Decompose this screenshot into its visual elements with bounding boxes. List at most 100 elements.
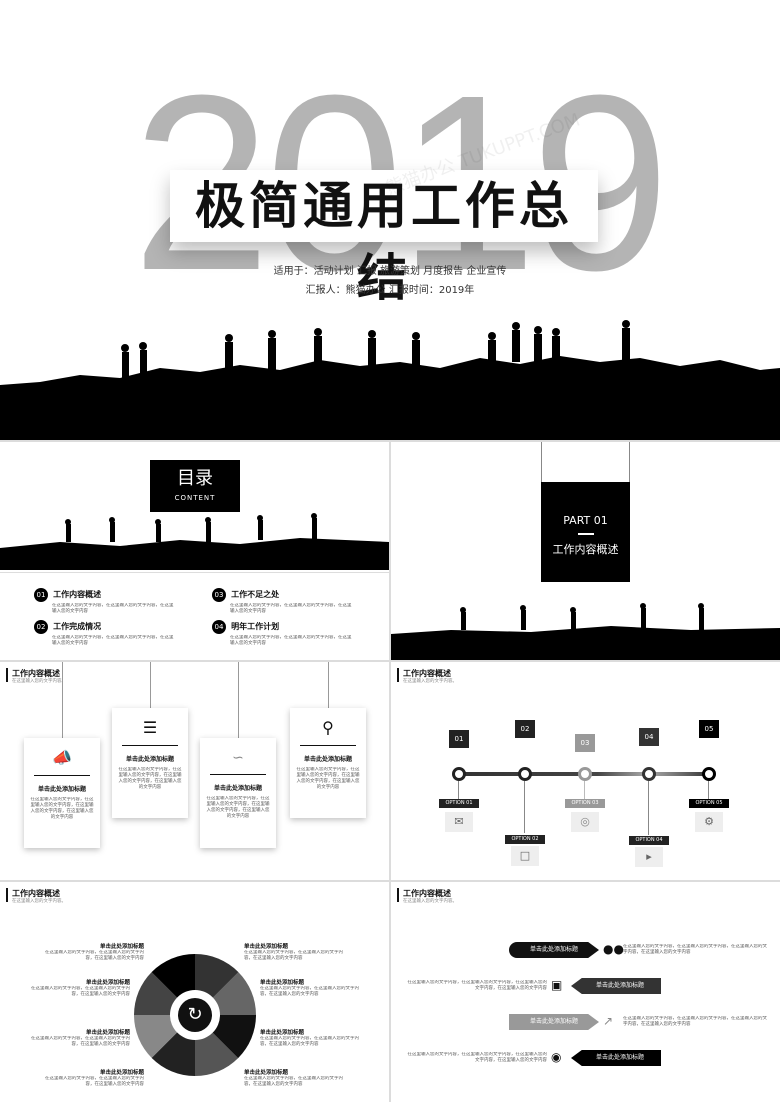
toc-num: 02	[34, 619, 48, 634]
cycle-item[interactable]: 单击此处添加标题 在这里输入您的文字内容，在这里输入您的文字内容，在这里输入您的…	[244, 1068, 344, 1088]
toc-num: 03	[212, 587, 226, 602]
option-label: OPTION 03	[565, 799, 605, 808]
arrow-banner[interactable]: 单击此处添加标题	[571, 1050, 661, 1066]
card-desc: 在这里输入您的文字内容，在这里输入您的文字内容，在这里输入您的文字内容，在这里输…	[118, 767, 182, 790]
hang-line	[238, 662, 239, 738]
toc-desc: 在这里输入您的文字内容，在这里输入您的文字内容，在这里输入您的文字内容	[52, 635, 174, 646]
card-rule	[34, 775, 90, 776]
cover-line2: 汇报人：熊猫办公 汇报时间：2019年	[305, 285, 475, 296]
option-label: OPTION 04	[629, 836, 669, 845]
card-desc: 在这里输入您的文字内容，在这里输入您的文字内容，在这里输入您的文字内容，在这里输…	[296, 767, 360, 790]
section-bar	[397, 668, 399, 682]
item-title: 单击此处添加标题	[260, 1030, 305, 1036]
item-desc: 在这里输入您的文字内容，在这里输入您的文字内容，在这里输入您的文字内容	[244, 950, 343, 961]
arrow-banner[interactable]: 单击此处添加标题	[509, 1014, 599, 1030]
search-icon: ⚲	[322, 718, 334, 737]
timeline-node[interactable]	[452, 767, 466, 781]
timeline-stem	[708, 781, 709, 799]
timeline-node[interactable]	[518, 767, 532, 781]
cycle-item[interactable]: 单击此处添加标题 在这里输入您的文字内容，在这里输入您的文字内容，在这里输入您的…	[260, 1028, 360, 1048]
growth-icon: ↗	[603, 1014, 614, 1028]
cycle-item[interactable]: 单击此处添加标题 在这里输入您的文字内容，在这里输入您的文字内容，在这里输入您的…	[44, 1068, 144, 1088]
cover-line1: 适用于：活动计划 汇报 旅游策划 月度报告 企业宣传	[273, 266, 507, 277]
item-desc: 在这里输入您的文字内容，在这里输入您的文字内容，在这里输入您的文字内容	[260, 1036, 359, 1047]
cover-title: 极简通用工作总结	[195, 176, 573, 307]
hang-line	[150, 662, 151, 708]
cover-title-box: 极简通用工作总结	[170, 170, 598, 307]
timeline-stem	[584, 781, 585, 799]
timeline-node[interactable]	[578, 767, 592, 781]
timeline-num: 03	[575, 734, 595, 752]
target-icon: ◎	[571, 812, 599, 832]
arrow-title: 单击此处添加标题	[595, 982, 644, 989]
card-title: 单击此处添加标题	[213, 785, 262, 792]
info-card[interactable]: 📣 单击此处添加标题 在这里输入您的文字内容，在这里输入您的文字内容，在这里输入…	[24, 738, 100, 848]
item-title: 单击此处添加标题	[244, 944, 289, 950]
cycle-item[interactable]: 单击此处添加标题 在这里输入您的文字内容，在这里输入您的文字内容，在这里输入您的…	[30, 1028, 130, 1048]
section-sub: 在这里输入您的文字内容。	[12, 899, 66, 904]
item-desc: 在这里输入您的文字内容，在这里输入您的文字内容，在这里输入您的文字内容	[244, 1076, 343, 1087]
coins-icon: ▣	[551, 978, 563, 992]
info-card[interactable]: ⚲ 单击此处添加标题 在这里输入您的文字内容，在这里输入您的文字内容，在这里输入…	[290, 708, 366, 818]
part-rule	[577, 533, 594, 535]
hang-line	[62, 662, 63, 738]
cycle-item[interactable]: 单击此处添加标题 在这里输入您的文字内容，在这里输入您的文字内容，在这里输入您的…	[30, 978, 130, 998]
arrow-title: 单击此处添加标题	[529, 1018, 578, 1025]
chart-line-icon: ∽	[232, 750, 244, 766]
item-desc: 在这里输入您的文字内容，在这里输入您的文字内容，在这里输入您的文字内容	[45, 1076, 144, 1087]
toc-item[interactable]: 02 工作完成情况 在这里输入您的文字内容，在这里输入您的文字内容，在这里输入您…	[34, 616, 174, 647]
section-sub: 在这里输入您的文字内容。	[12, 679, 66, 684]
card-title: 单击此处添加标题	[125, 756, 174, 763]
cycle-item[interactable]: 单击此处添加标题 在这里输入您的文字内容，在这里输入您的文字内容，在这里输入您的…	[260, 978, 360, 998]
section-title: 工作内容概述	[403, 888, 451, 898]
section-title: 工作内容概述	[12, 668, 60, 678]
info-card[interactable]: ☰ 单击此处添加标题 在这里输入您的文字内容，在这里输入您的文字内容，在这里输入…	[112, 708, 188, 818]
refresh-icon: ↻	[178, 998, 212, 1032]
section-title: 工作内容概述	[403, 668, 451, 678]
item-title: 单击此处添加标题	[85, 1030, 130, 1036]
toc-title: 目录	[177, 468, 213, 489]
circle-slide: 工作内容概述 在这里输入您的文字内容。 ↻ 单击此处添加标题 在这里输入您的文字…	[0, 882, 389, 1102]
item-desc: 在这里输入您的文字内容，在这里输入您的文字内容，在这里输入您的文字内容	[260, 986, 359, 997]
gear-icon: ⚙	[695, 812, 723, 832]
arrow-desc: 在这里输入您的文字内容，在这里输入您的文字内容，在这里输入您的文字内容，在这里输…	[407, 980, 548, 991]
cart-icon: □	[511, 846, 539, 866]
timeline-num: 01	[449, 730, 469, 748]
layers-icon: ☰	[142, 718, 158, 737]
timeline-node[interactable]	[702, 767, 716, 781]
crowd-silhouette	[0, 513, 389, 570]
arrows-slide: 工作内容概述 在这里输入您的文字内容。 单击此处添加标题 ●● 在这里输入您的文…	[391, 882, 780, 1102]
item-desc: 在这里输入您的文字内容，在这里输入您的文字内容，在这里输入您的文字内容	[45, 950, 144, 961]
item-title: 单击此处添加标题	[99, 944, 144, 950]
section-bar	[6, 668, 8, 682]
section-bar	[6, 888, 8, 902]
option-label: OPTION 02	[505, 835, 545, 844]
item-title: 单击此处添加标题	[244, 1070, 289, 1076]
item-desc: 在这里输入您的文字内容，在这里输入您的文字内容，在这里输入您的文字内容	[31, 1036, 130, 1047]
card-title: 单击此处添加标题	[303, 756, 352, 763]
toc-desc: 在这里输入您的文字内容，在这里输入您的文字内容，在这里输入您的文字内容	[230, 603, 352, 614]
timeline-num: 02	[515, 720, 535, 738]
cards-slide: 工作内容概述 在这里输入您的文字内容。 📣 单击此处添加标题 在这里输入您的文字…	[0, 662, 389, 880]
timeline-num: 05	[699, 720, 719, 738]
timeline-node[interactable]	[642, 767, 656, 781]
arrow-banner[interactable]: 单击此处添加标题	[571, 978, 661, 994]
globe-icon: ◉	[551, 1050, 562, 1064]
info-card[interactable]: ∽ 单击此处添加标题 在这里输入您的文字内容，在这里输入您的文字内容，在这里输入…	[200, 738, 276, 848]
card-rule	[210, 774, 266, 775]
timeline-stem	[648, 781, 649, 835]
timeline-stem	[458, 781, 459, 799]
arrow-banner[interactable]: 单击此处添加标题	[509, 942, 599, 958]
cover-slide: 2019 极简通用工作总结 适用于：活动计划 汇报 旅游策划 月度报告 企业宣传…	[0, 0, 780, 440]
toc-label: 工作完成情况	[53, 622, 102, 631]
section-sub: 在这里输入您的文字内容。	[403, 899, 457, 904]
toc-slide: 目录 CONTENT 01 工作内容概述 在这里输入您的文字内容，在这里输入您的…	[0, 442, 389, 660]
toc-item[interactable]: 04 明年工作计划 在这里输入您的文字内容，在这里输入您的文字内容，在这里输入您…	[212, 616, 352, 647]
hang-line	[629, 442, 630, 482]
toc-item[interactable]: 03 工作不足之处 在这里输入您的文字内容，在这里输入您的文字内容，在这里输入您…	[212, 584, 352, 615]
hang-line	[541, 442, 542, 482]
toc-divider	[0, 572, 389, 573]
cycle-item[interactable]: 单击此处添加标题 在这里输入您的文字内容，在这里输入您的文字内容，在这里输入您的…	[44, 942, 144, 962]
cycle-item[interactable]: 单击此处添加标题 在这里输入您的文字内容，在这里输入您的文字内容，在这里输入您的…	[244, 942, 344, 962]
toc-item[interactable]: 01 工作内容概述 在这里输入您的文字内容，在这里输入您的文字内容，在这里输入您…	[34, 584, 174, 615]
